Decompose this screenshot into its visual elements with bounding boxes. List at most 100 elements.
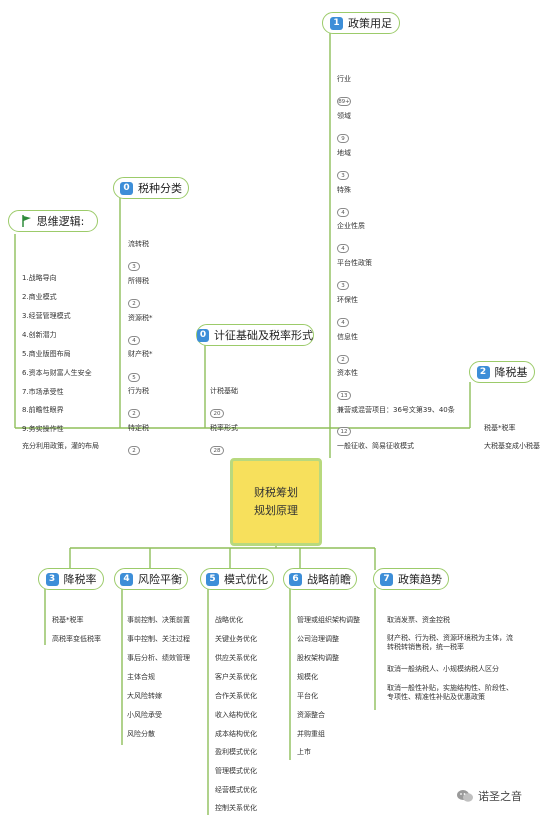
strategy-item: 规模化: [297, 673, 318, 681]
topic-policy-trends[interactable]: 7 政策趋势: [373, 568, 449, 590]
thinking-item: 5.商业版图布局: [22, 350, 71, 358]
count-badge: 5: [128, 373, 140, 382]
model-item: 盈利模式优化: [215, 748, 257, 756]
risk-item: 风险分散: [127, 730, 155, 738]
policy-item: 一般征收、简易征收模式: [337, 442, 414, 450]
topic-risk-balance[interactable]: 4 风险平衡: [114, 568, 188, 590]
topic-thinking-title: 思维逻辑:: [36, 215, 85, 228]
tax-base-reduction-item: 大税基变成小税基: [484, 442, 540, 450]
thinking-item: 4.创新潜力: [22, 331, 57, 339]
tax-type-item: 行为税: [128, 387, 149, 395]
topic-model-optimization-title: 模式优化: [224, 573, 268, 586]
trend-item: 取消发票、资金控税: [387, 616, 450, 624]
model-item: 收入结构优化: [215, 711, 257, 719]
count-badge: 4: [337, 208, 349, 217]
count-badge: 12: [337, 427, 351, 436]
topic-reduce-tax-rate[interactable]: 3 降税率: [38, 568, 104, 590]
model-item: 供应关系优化: [215, 654, 257, 662]
policy-item: 兼营或混营项目：36号文第39、40条: [337, 406, 455, 414]
tax-type-item: 特定税: [128, 424, 149, 432]
thinking-item: 1.战略导向: [22, 274, 57, 282]
topic-policy-trends-title: 政策趋势: [398, 573, 442, 586]
policy-item: 平台性政策: [337, 259, 372, 267]
policy-item: 企业性质: [337, 222, 365, 230]
thinking-item: 7.市场承受性: [22, 388, 64, 396]
count-badge: 2: [337, 355, 349, 364]
topic-number-badge: 0: [197, 328, 209, 342]
model-item: 管理模式优化: [215, 767, 257, 775]
model-item: 客户关系优化: [215, 673, 257, 681]
policy-item: 行业: [337, 75, 351, 83]
count-badge: 28: [210, 446, 224, 455]
strategy-item: 资源整合: [297, 711, 325, 719]
model-item: 经营模式优化: [215, 786, 257, 794]
tax-type-item: 所得税: [128, 277, 149, 285]
strategy-item: 公司治理调整: [297, 635, 339, 643]
topic-reduce-tax-base[interactable]: 2 降税基: [469, 361, 535, 383]
model-item: 合作关系优化: [215, 692, 257, 700]
policy-item: 地域: [337, 149, 351, 157]
trend-item: 取消一般纳税人、小规模纳税人区分: [387, 665, 499, 673]
tax-type-item: 流转税: [128, 240, 149, 248]
central-topic-line2: 规划原理: [254, 504, 298, 517]
central-topic-line1: 财税筹划: [254, 486, 298, 499]
risk-item: 大风险转嫁: [127, 692, 162, 700]
count-badge: 4: [128, 336, 140, 345]
risk-item: 事前控制、决策前置: [127, 616, 190, 624]
wechat-icon: [457, 790, 473, 802]
policy-item: 资本性: [337, 369, 358, 377]
tax-type-item: 财产税*: [128, 350, 153, 358]
tax-type-item: 资源税*: [128, 314, 153, 322]
policy-item: 环保性: [337, 296, 358, 304]
count-badge: 9: [337, 134, 349, 143]
count-badge: 4: [337, 318, 349, 327]
watermark-text: 诺圣之音: [478, 790, 522, 803]
topic-strategic-foresight-title: 战略前瞻: [307, 573, 351, 586]
tax-base-reduction-item: 税基*税率: [484, 424, 516, 432]
topic-number-badge: 7: [380, 572, 393, 586]
topic-number-badge: 4: [120, 572, 133, 586]
count-badge: 13: [337, 391, 351, 400]
count-badge: 2: [128, 299, 140, 308]
model-item: 关键业务优化: [215, 635, 257, 643]
topic-tax-base[interactable]: 0 计征基础及税率形式: [196, 324, 314, 346]
topic-number-badge: 5: [206, 572, 219, 586]
strategy-item: 上市: [297, 748, 311, 756]
central-topic[interactable]: 财税筹划 规划原理: [230, 458, 322, 546]
count-badge: 3: [337, 281, 349, 290]
strategy-item: 股权架构调整: [297, 654, 339, 662]
policy-item: 领域: [337, 112, 351, 120]
count-badge: 2: [128, 409, 140, 418]
topic-number-badge: 2: [476, 365, 490, 379]
model-item: 控制关系优化: [215, 804, 257, 812]
model-item: 战略优化: [215, 616, 243, 624]
thinking-item: 9.务实操作性: [22, 425, 64, 433]
topic-tax-types-title: 税种分类: [138, 182, 182, 195]
risk-item: 事中控制、关注过程: [127, 635, 190, 643]
count-badge: 20: [210, 409, 224, 418]
risk-item: 事后分析、绩效管理: [127, 654, 190, 662]
topic-thinking-logic[interactable]: 思维逻辑:: [8, 210, 98, 232]
strategy-item: 管理或组织架构调整: [297, 616, 360, 624]
topic-model-optimization[interactable]: 5 模式优化: [200, 568, 274, 590]
topic-number-badge: 1: [330, 16, 343, 30]
flag-icon: [21, 215, 31, 227]
topic-policy-full-use[interactable]: 1 政策用足: [322, 12, 400, 34]
thinking-item: 3.经营管理模式: [22, 312, 71, 320]
topic-tax-base-title: 计征基础及税率形式: [214, 329, 313, 342]
tax-rate-item: 高税率变低税率: [52, 635, 101, 643]
topic-tax-types[interactable]: 0 税种分类: [113, 177, 189, 199]
trend-item: 取消一般性补贴，实施结构性、阶段性、专项性、精准性补贴及优惠政策: [387, 684, 513, 701]
risk-item: 小风险承受: [127, 711, 162, 719]
topic-policy-title: 政策用足: [348, 17, 392, 30]
topic-number-badge: 0: [120, 181, 133, 195]
topic-number-badge: 6: [289, 572, 302, 586]
count-badge: 89+: [337, 97, 351, 106]
tax-rate-item: 税基*税率: [52, 616, 84, 624]
topic-strategic-foresight[interactable]: 6 战略前瞻: [283, 568, 357, 590]
strategy-item: 并购重组: [297, 730, 325, 738]
count-badge: 3: [337, 171, 349, 180]
thinking-item: 充分利用政策，灌的布局: [22, 442, 99, 450]
tax-base-item: 税率形式: [210, 424, 238, 432]
